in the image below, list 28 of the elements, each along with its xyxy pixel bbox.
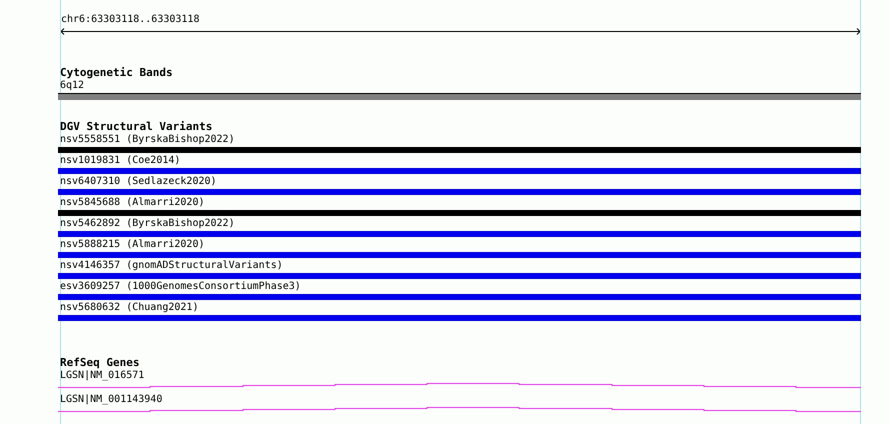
variant-bar — [58, 315, 861, 321]
gene-model-line — [58, 407, 861, 413]
variant-bar — [58, 189, 861, 195]
feature-label: nsv5558551 (ByrskaBishop2022) — [60, 134, 235, 146]
feature-label: nsv5680632 (Chuang2021) — [60, 302, 198, 314]
feature-label: nsv5888215 (Almarri2020) — [60, 239, 204, 251]
variant-bar — [58, 252, 861, 258]
variant-bar — [58, 168, 861, 174]
track-title: Cytogenetic Bands — [60, 67, 173, 79]
feature-label: nsv5462892 (ByrskaBishop2022) — [60, 218, 235, 230]
gene-model-line — [58, 383, 861, 389]
feature-label: esv3609257 (1000GenomesConsortiumPhase3) — [60, 281, 301, 293]
feature-label: nsv4146357 (gnomADStructuralVariants) — [60, 260, 283, 272]
feature-label: LGSN|NM_001143940 — [60, 394, 162, 406]
feature-label: LGSN|NM_016571 — [60, 370, 144, 382]
track-title: RefSeq Genes — [60, 357, 140, 369]
feature-label: nsv1019831 (Coe2014) — [60, 155, 180, 167]
variant-bar — [58, 231, 861, 237]
track-title: DGV Structural Variants — [60, 121, 212, 133]
variant-bar — [58, 210, 861, 216]
variant-bar — [58, 294, 861, 300]
chromosome-band — [58, 93, 861, 100]
variant-bar — [58, 273, 861, 279]
feature-label: nsv5845688 (Almarri2020) — [60, 197, 204, 209]
coordinate-label: chr6:63303118..63303118 — [61, 14, 200, 26]
feature-label: nsv6407310 (Sedlazeck2020) — [60, 176, 217, 188]
variant-bar — [58, 147, 861, 153]
feature-label: 6q12 — [60, 80, 84, 92]
